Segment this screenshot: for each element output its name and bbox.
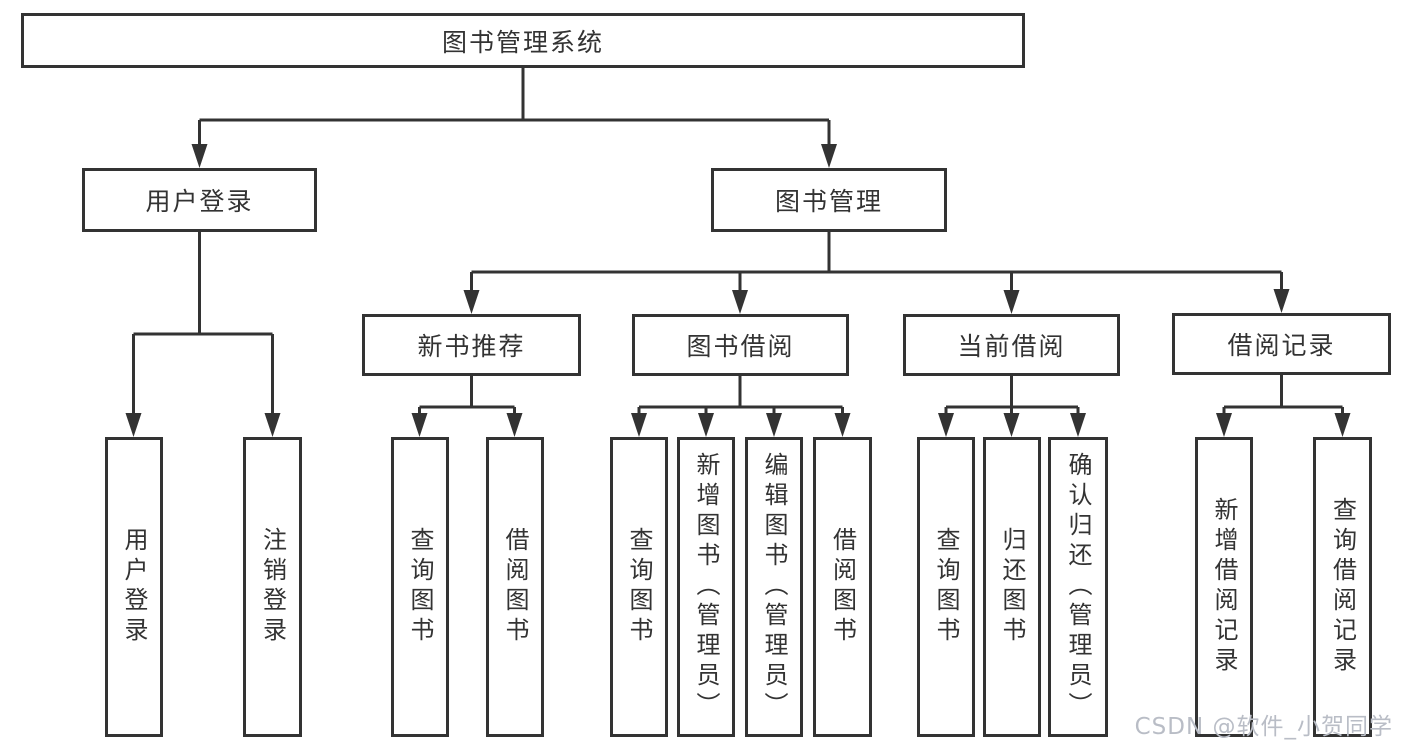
- leaf-user-login: 用户登录: [105, 437, 163, 737]
- edge-root-to-level2: [191, 68, 837, 168]
- leaf-logout: 注销登录: [243, 437, 302, 737]
- edge-book-borrow-to-children: [631, 376, 851, 437]
- node-current-borrow: 当前借阅: [903, 314, 1120, 376]
- node-borrow-record: 借阅记录: [1172, 313, 1391, 375]
- leaf-borrow-books: 借阅图书: [813, 437, 872, 737]
- leaf-query-books-current: 查询图书: [917, 437, 975, 737]
- leaf-edit-books-admin: 编辑图书（管理员）: [745, 437, 803, 737]
- leaf-return-books: 归还图书: [983, 437, 1041, 737]
- leaf-borrow-books-recommend: 借阅图书: [486, 437, 544, 737]
- node-book-management: 图书管理: [711, 168, 947, 232]
- leaf-add-borrow-record: 新增借阅记录: [1195, 437, 1253, 737]
- csdn-watermark: CSDN @软件_小贺同学: [1134, 714, 1393, 740]
- edge-current-borrow-to-children: [938, 376, 1086, 437]
- leaf-add-books-admin: 新增图书（管理员）: [677, 437, 735, 737]
- node-new-book-recommend: 新书推荐: [362, 314, 581, 376]
- edge-user-login-to-children: [125, 232, 281, 437]
- leaf-confirm-return-admin: 确认归还（管理员）: [1048, 437, 1108, 737]
- node-book-borrow: 图书借阅: [632, 314, 849, 376]
- node-library-management-system: 图书管理系统: [21, 13, 1025, 68]
- node-user-login: 用户登录: [82, 168, 317, 232]
- leaf-query-borrow-record: 查询借阅记录: [1313, 437, 1372, 737]
- leaf-query-books-borrow: 查询图书: [610, 437, 668, 737]
- edge-book-mgmt-to-children: [463, 232, 1290, 314]
- leaf-query-books-recommend: 查询图书: [391, 437, 449, 737]
- edge-new-book-rec-to-children: [411, 376, 523, 437]
- edge-borrow-record-to-children: [1216, 375, 1351, 437]
